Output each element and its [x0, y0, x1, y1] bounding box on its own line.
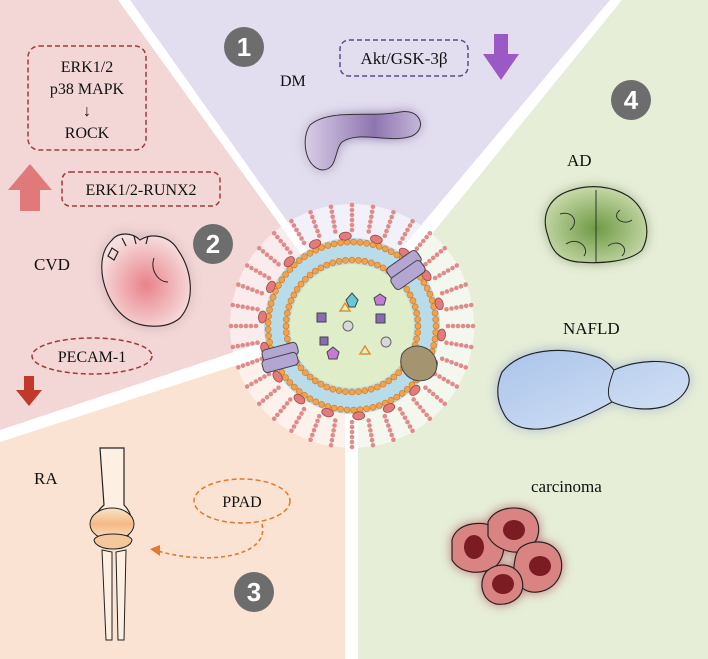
section-number-3: 3 — [234, 572, 274, 612]
up-arrow-red — [8, 164, 52, 211]
down-arrow-red — [16, 376, 42, 406]
brain-icon — [544, 186, 648, 264]
svg-text:4: 4 — [624, 85, 639, 115]
vesicle-cargo — [316, 292, 392, 360]
disease-label-carcinoma: carcinoma — [531, 477, 602, 496]
svg-text:2: 2 — [206, 229, 220, 259]
sector-other-background — [358, 0, 708, 659]
heart-icon — [101, 233, 191, 327]
svg-text:1: 1 — [237, 32, 251, 62]
svg-text:↓: ↓ — [83, 103, 91, 120]
pathway-box-erk-p38-rock: ERK1/2 p38 MAPK ↓ ROCK — [27, 45, 147, 151]
section-number-2: 2 — [193, 224, 233, 264]
svg-text:p38 MAPK: p38 MAPK — [50, 81, 125, 98]
surface-receptors — [257, 231, 447, 421]
cancer-cells-icon — [451, 507, 563, 605]
section-number-1: 1 — [224, 27, 264, 67]
pancreas-icon — [304, 111, 421, 171]
disease-label-dm: DM — [280, 73, 306, 90]
sector-dm-background — [130, 0, 610, 310]
disease-label-ad: AD — [567, 151, 592, 170]
curved-arrow-ppad-to-knee — [150, 523, 264, 559]
pathway-ellipse-ppad: PPAD — [193, 478, 291, 524]
svg-text:Akt/GSK-3β: Akt/GSK-3β — [360, 49, 447, 68]
svg-text:PECAM-1: PECAM-1 — [58, 349, 126, 366]
section-number-4: 4 — [611, 80, 651, 120]
svg-text:PPAD: PPAD — [222, 494, 261, 511]
liver-icon — [497, 349, 690, 430]
transmembrane-protein — [261, 250, 438, 382]
pathway-ellipse-pecam1: PECAM-1 — [31, 337, 153, 375]
knee-joint-icon — [89, 447, 135, 641]
disease-label-ra: RA — [34, 469, 58, 488]
svg-text:ERK1/2-RUNX2: ERK1/2-RUNX2 — [85, 182, 196, 199]
surface-spikes — [228, 202, 476, 450]
svg-text:3: 3 — [247, 577, 261, 607]
disease-label-nafld: NAFLD — [563, 319, 620, 338]
pathway-box-erk-runx2: ERK1/2-RUNX2 — [61, 171, 221, 207]
disease-label-cvd: CVD — [34, 255, 70, 274]
exosome-vesicle — [228, 202, 476, 450]
svg-text:ROCK: ROCK — [65, 125, 110, 142]
down-arrow-purple — [483, 34, 519, 80]
svg-text:ERK1/2: ERK1/2 — [61, 59, 113, 76]
pathway-box-akt-gsk3b: Akt/GSK-3β — [339, 39, 469, 77]
